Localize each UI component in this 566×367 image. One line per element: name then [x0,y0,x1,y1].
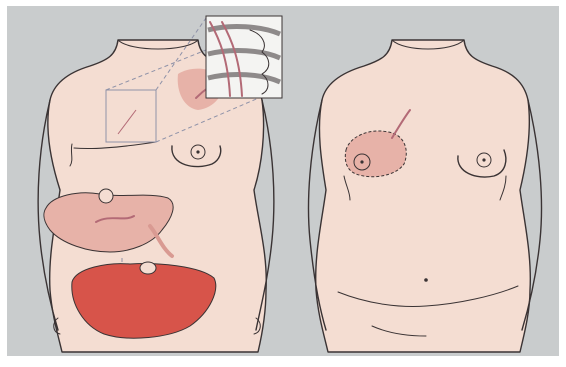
harvested-flap-umbilicus [99,189,113,203]
reconstructed-nipple-center [360,160,363,163]
donor-umbilicus [140,262,156,274]
right-figure-nipple-center [482,158,485,161]
right-torso [316,40,531,352]
rib-detail-inset [206,16,282,98]
left-figure-nipple-center [196,150,199,153]
right-figure [309,40,542,352]
right-navel [424,278,428,282]
